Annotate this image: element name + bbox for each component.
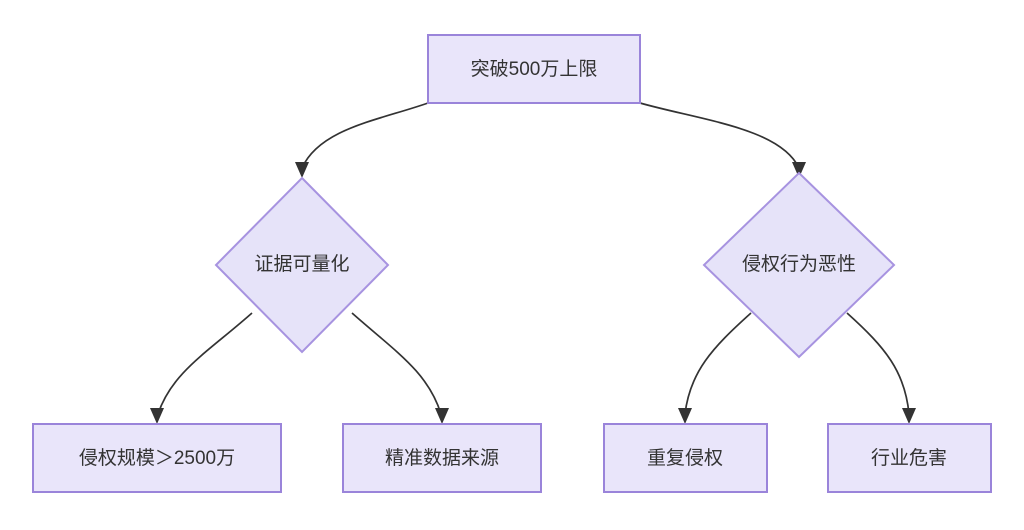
node-label: 重复侵权 [647,447,723,469]
node-leaf-1[interactable]: 侵权规模＞2500万 [32,423,282,493]
node-shape-rect[interactable] [603,423,768,493]
node-branch-right[interactable]: 侵权行为恶性 [702,171,896,359]
arrowhead-icon [678,408,692,424]
arrowhead-icon [295,162,309,178]
node-label: 侵权行为恶性 [742,253,856,275]
node-shape-diamond[interactable] [702,171,896,359]
node-shape-rect[interactable] [427,34,641,104]
edge-path [157,312,253,415]
node-shape-rect[interactable] [342,423,542,493]
edge-branch-left-to-leaf-1 [150,312,253,424]
edge-root-to-branch-right [639,102,806,178]
arrowhead-icon [435,408,449,424]
node-leaf-3[interactable]: 重复侵权 [603,423,768,493]
edge-path [684,312,752,415]
edge-branch-left-to-leaf-2 [351,312,449,424]
node-label: 突破500万上限 [471,58,598,80]
node-shape-diamond[interactable] [214,176,390,354]
node-label: 行业危害 [871,447,947,469]
node-branch-left[interactable]: 证据可量化 [214,176,390,354]
node-root[interactable]: 突破500万上限 [427,34,641,104]
node-label: 精准数据来源 [385,447,499,469]
node-layer: 突破500万上限 证据可量化 侵权行为恶性 侵权规模＞2500万 精准数据来源 … [32,34,992,493]
edge-layer [150,102,916,424]
node-shape-rect[interactable] [32,423,282,493]
edge-root-to-branch-left [295,102,429,178]
edge-branch-right-to-leaf-3 [678,312,752,424]
edge-path [846,312,910,415]
edge-path [301,102,429,169]
node-leaf-4[interactable]: 行业危害 [827,423,992,493]
edge-path [639,102,800,169]
edge-path [351,312,442,415]
node-shape-rect[interactable] [827,423,992,493]
arrowhead-icon [902,408,916,424]
edge-branch-right-to-leaf-4 [846,312,916,424]
arrowhead-icon [150,408,164,424]
node-label: 侵权规模＞2500万 [79,447,235,469]
node-label: 证据可量化 [254,253,349,275]
node-leaf-2[interactable]: 精准数据来源 [342,423,542,493]
arrowhead-icon [792,162,806,178]
